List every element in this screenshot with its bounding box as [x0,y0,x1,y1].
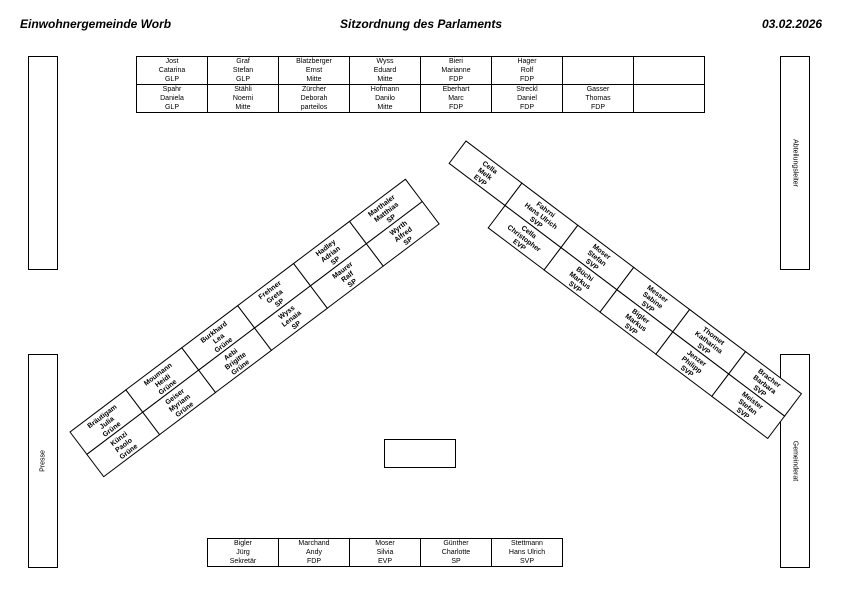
seat-surname: Moser [375,540,395,547]
seat-surname: Marchand [298,540,330,547]
seat-party: EVP [377,558,392,565]
department-heads-box: Abteilungsleiter [780,56,810,270]
seat-firstname: Ernst [305,67,323,74]
seat-firstname: Daniela [160,95,184,102]
seat-surname: Hofmann [370,86,400,93]
seat-surname: Blatzberger [296,58,332,65]
seat-party: SVP [519,558,534,565]
seat-cell [365,200,440,267]
seat-party: FDP [449,76,463,83]
seat-firstname: Marianne [441,67,471,74]
seat-firstname: Thomas [585,95,611,102]
seat-firstname: Silvia [376,549,394,556]
seat-firstname: Deborah [300,95,328,102]
seat-party: GLP [164,76,179,83]
seat-party: SP [291,320,303,331]
seat-surname: Graf [236,58,250,65]
seat-party: Mitte [306,76,322,83]
seat-party: GLP [164,104,179,111]
seat-party: SP [403,236,415,247]
empty-seat-cell [633,84,705,113]
seat-surname: Bigler [234,540,252,547]
seat-surname: Eberhart [442,86,470,93]
seat-party: SP [274,298,286,309]
seat-surname: Gasser [586,86,610,93]
seat-surname: Jost [165,58,179,65]
left-top-box [28,56,58,270]
seat-firstname: Charlotte [441,549,471,556]
seat-party: Mitte [377,76,393,83]
seat-party: Sekretär [229,558,257,565]
seat-surname: Stähli [234,86,252,93]
seat-firstname: Marc [448,95,464,102]
seat-party: FDP [591,104,605,111]
header-organization: Einwohnergemeinde Worb [20,17,172,31]
seat-party: SP [451,558,461,565]
seat-party: Mitte [377,104,393,111]
seat-surname: Stettmann [511,540,543,547]
seat-party: FDP [449,104,463,111]
seat-firstname: Eduard [373,67,397,74]
speaker-desk [384,439,456,468]
seat-party: parteilos [300,104,328,111]
seat-firstname: Danilo [375,95,395,102]
seat-firstname: Hans Ulrich [508,549,546,556]
seat-firstname: Jürg [236,549,250,556]
seat-surname: Günther [443,540,469,547]
seat-party: FDP [307,558,321,565]
seat-surname: Hager [517,58,537,65]
seat-party: FDP [520,104,534,111]
seat-surname: Zürcher [301,86,327,93]
seat-party: SP [347,278,359,289]
seat-firstname: Stefan [232,67,254,74]
seat-surname: Spahr [162,86,182,93]
seat-firstname: Daniel [517,95,537,102]
seat-surname: Streckl [516,86,538,93]
seat-party: Mitte [235,104,251,111]
seat-cell [711,373,786,440]
seat-firstname: Noemi [232,95,254,102]
seat-party: GLP [235,76,250,83]
header-title: Sitzordnung des Parlaments [340,17,503,31]
seat-firstname: Rolf [520,67,534,74]
empty-seat-cell [562,56,634,85]
seat-surname: Bieri [448,58,463,65]
press-box: Presse [28,354,58,568]
seat-party: FDP [520,76,534,83]
seat-firstname: Andy [306,549,322,556]
seat-party: SP [386,213,398,224]
seat-party: SP [330,255,342,266]
header-date: 03.02.2026 [762,17,823,31]
seat-surname: Wyss [376,58,394,65]
seat-firstname: Catarina [158,67,186,74]
left-wing-seating: BräutigamJuliaGrüneMoumannHeidiGrüneBurk… [69,178,440,478]
